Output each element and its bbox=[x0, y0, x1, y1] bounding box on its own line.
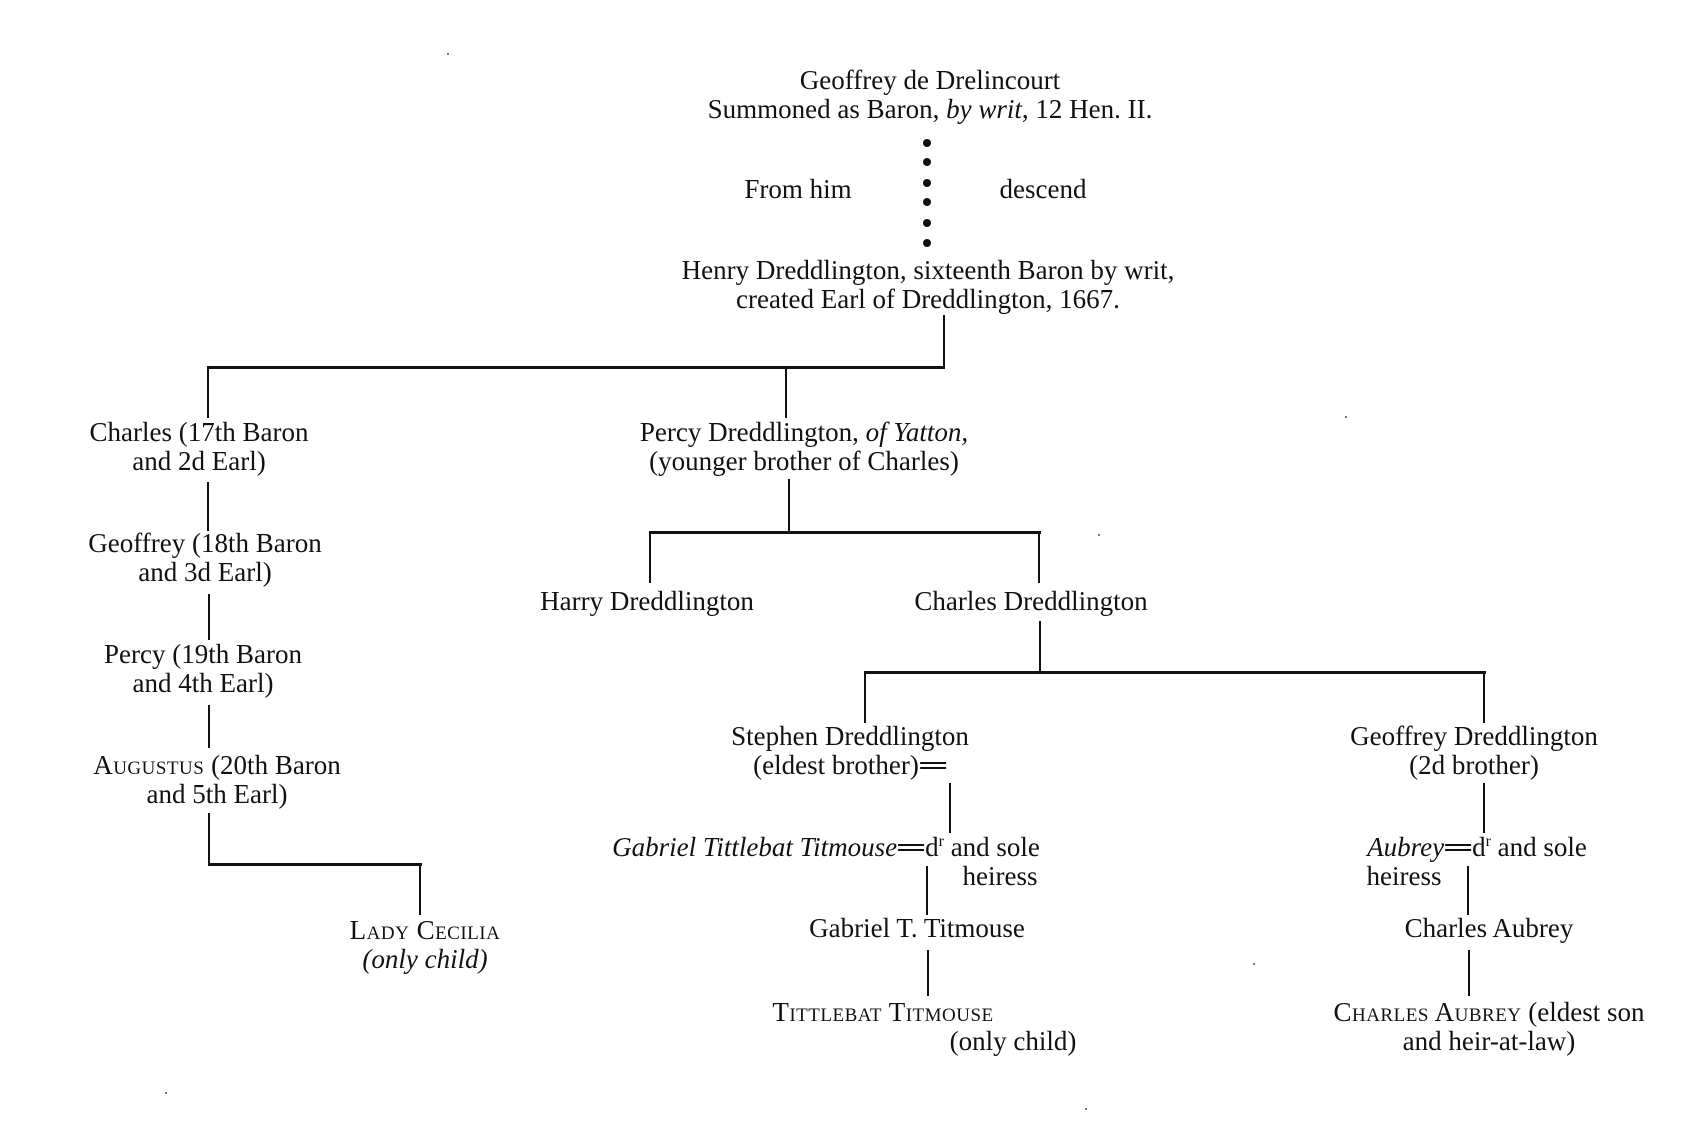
connector-line bbox=[1483, 671, 1485, 723]
charles-aubrey-heir-name: Charles Aubrey bbox=[1333, 997, 1522, 1027]
scan-speck bbox=[1085, 1108, 1087, 1110]
scan-speck bbox=[1253, 963, 1255, 965]
connector-line bbox=[1039, 621, 1041, 673]
connector-line bbox=[208, 863, 422, 866]
node-geoffrey-18th-baron: Geoffrey (18th Baron and 3d Earl) bbox=[88, 528, 322, 587]
connector-line bbox=[207, 366, 945, 369]
descent-label-left: From him bbox=[744, 174, 852, 204]
node-geoffrey-de-drelincourt: Geoffrey de Drelincourt Summoned as Baro… bbox=[708, 66, 1153, 124]
node-harry-dreddlington: Harry Dreddlington bbox=[540, 586, 754, 616]
node-percy-of-yatton: Percy Dreddlington, of Yatton, (younger … bbox=[639, 417, 969, 476]
connector-line bbox=[788, 479, 790, 532]
node-augustus-20th-baron: Augustus (20th Baron and 5th Earl) bbox=[93, 750, 341, 809]
root-title: Summoned as Baron, by writ, 12 Hen. II. bbox=[707, 94, 1153, 124]
marriage-sign bbox=[898, 844, 925, 852]
connector-line bbox=[927, 950, 929, 996]
connector-line bbox=[1483, 783, 1485, 833]
connector-line bbox=[208, 813, 210, 865]
node-henry-dreddlington: Henry Dreddlington, sixteenth Baron by w… bbox=[682, 256, 1175, 314]
henry-line2: created Earl of Dreddlington, 1667. bbox=[736, 284, 1120, 314]
descent-dot bbox=[923, 139, 931, 147]
scan-speck bbox=[447, 53, 449, 55]
connector-line bbox=[208, 594, 210, 640]
node-charles-aubrey-heir: Charles Aubrey (eldest son and heir-at-l… bbox=[1333, 997, 1645, 1056]
node-lady-cecilia: Lady Cecilia (only child) bbox=[350, 916, 501, 974]
connector-line bbox=[949, 783, 951, 833]
descent-dot bbox=[923, 179, 931, 187]
connector-line bbox=[207, 366, 209, 418]
marriage-sign bbox=[919, 762, 946, 770]
descent-dot bbox=[923, 198, 931, 206]
augustus-name: Augustus bbox=[93, 750, 205, 780]
spouse-aubrey: Aubrey bbox=[1367, 832, 1445, 862]
node-tittlebat-titmouse: Tittlebat Titmouse bbox=[772, 998, 993, 1027]
henry-line1: Henry Dreddlington, sixteenth Baron by w… bbox=[681, 255, 1175, 285]
stephen-heiress-line2: heiress bbox=[962, 861, 1038, 891]
node-percy-19th-baron: Percy (19th Baron and 4th Earl) bbox=[104, 639, 302, 698]
node-gabriel-t-titmouse: Gabriel T. Titmouse bbox=[809, 913, 1025, 943]
connector-line bbox=[1467, 866, 1469, 915]
lady-cecilia-name: Lady Cecilia bbox=[349, 915, 501, 945]
connector-line bbox=[1468, 950, 1470, 996]
scan-speck bbox=[1098, 534, 1100, 536]
tittlebat-note: (only child) bbox=[949, 1026, 1077, 1056]
node-charles-aubrey: Charles Aubrey bbox=[1404, 913, 1574, 943]
connector-line bbox=[208, 705, 210, 748]
spouse-gabriel: Gabriel Tittlebat Titmouse bbox=[612, 832, 898, 862]
connector-line bbox=[649, 531, 1041, 534]
aubrey-heiress-line2: heiress bbox=[1366, 861, 1442, 891]
tittlebat-name: Tittlebat Titmouse bbox=[772, 997, 994, 1027]
lady-cecilia-note: (only child) bbox=[362, 944, 488, 974]
descent-label-right: descend bbox=[999, 174, 1087, 204]
connector-line bbox=[926, 866, 928, 915]
connector-line bbox=[785, 366, 787, 418]
connector-line bbox=[864, 671, 866, 723]
descent-dot bbox=[923, 158, 931, 166]
root-name: Geoffrey de Drelincourt bbox=[799, 65, 1061, 95]
descent-dot bbox=[923, 219, 931, 227]
node-geoffrey-dreddlington: Geoffrey Dreddlington (2d brother) bbox=[1350, 721, 1598, 780]
connector-line bbox=[649, 531, 651, 583]
descent-dot bbox=[923, 239, 931, 247]
connector-line bbox=[1038, 531, 1040, 583]
connector-line bbox=[419, 863, 421, 915]
connector-line bbox=[943, 315, 945, 368]
scan-speck bbox=[1345, 416, 1347, 418]
node-stephen-dreddlington: Stephen Dreddlington (eldest brother) bbox=[731, 721, 969, 780]
node-charles-dreddlington: Charles Dreddlington bbox=[914, 586, 1148, 616]
connector-line bbox=[864, 671, 1486, 674]
node-charles-17th-baron: Charles (17th Baron and 2d Earl) bbox=[89, 417, 309, 476]
marriage-sign bbox=[1445, 844, 1472, 852]
scan-speck bbox=[165, 1092, 167, 1094]
connector-line bbox=[207, 482, 209, 531]
